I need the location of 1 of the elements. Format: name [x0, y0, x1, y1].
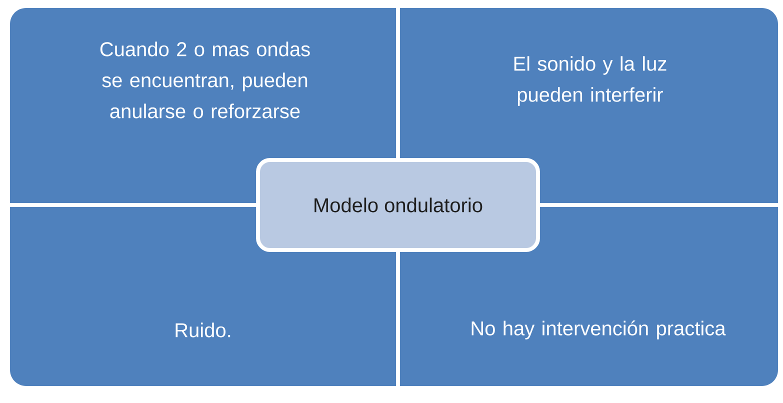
center-box: Modelo ondulatorio — [256, 158, 540, 252]
